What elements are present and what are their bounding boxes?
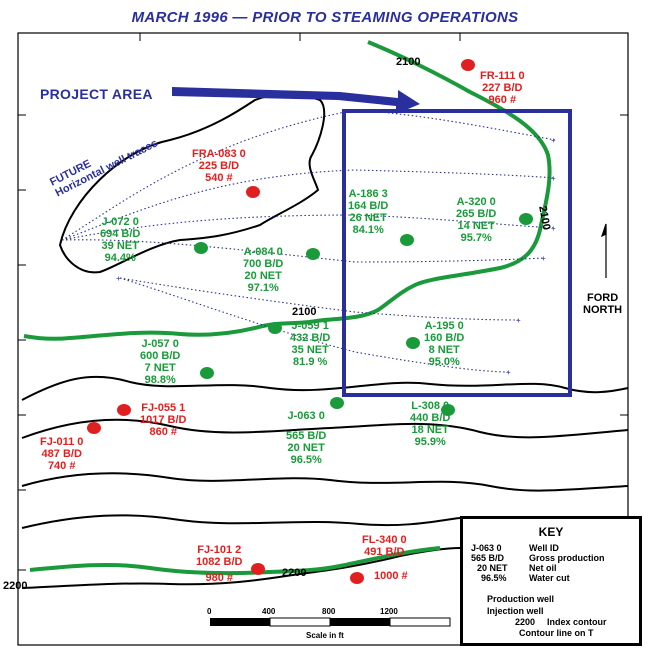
key-example-desc: Net oil <box>529 563 557 573</box>
svg-text:+: + <box>551 136 556 145</box>
index-contour-2100 <box>23 40 552 341</box>
project-area-arrow <box>172 87 420 114</box>
frame-ticks <box>18 33 628 571</box>
svg-text:+: + <box>506 368 511 377</box>
svg-text:+: + <box>541 254 546 263</box>
svg-text:+: + <box>551 224 556 233</box>
contour-label: 2200 <box>282 567 307 579</box>
contour-label: 2100 <box>396 56 421 68</box>
injection-well-markers <box>87 59 475 584</box>
production-well-markers <box>194 213 533 416</box>
svg-text:+: + <box>551 174 556 183</box>
key-example-value: 96.5% <box>481 573 507 583</box>
contour-label: 2200 <box>3 580 28 592</box>
key-index-label: Index contour <box>547 617 607 627</box>
contour-line-4 <box>21 514 461 529</box>
scale-label: Scale in ft <box>306 631 344 640</box>
structure-contours <box>21 93 629 589</box>
key-index-value: 2200 <box>515 617 536 627</box>
contour-line-2 <box>21 418 629 439</box>
svg-text:+: + <box>516 316 521 325</box>
trace-endpoints: + + + + + + + <box>116 136 556 377</box>
scale-tick: 800 <box>322 607 336 616</box>
well-label: 1000 # <box>374 570 408 582</box>
key-example-desc: Water cut <box>529 573 570 583</box>
key-example-desc: Well ID <box>529 543 559 553</box>
key-example-value: 20 NET <box>477 563 508 573</box>
scale-bar <box>210 617 451 627</box>
north-label: FORD NORTH <box>583 292 623 316</box>
scale-tick: 0 <box>207 607 212 616</box>
contour-closure <box>58 93 326 274</box>
index-contours <box>23 40 552 576</box>
index-contour-2200 <box>29 546 441 576</box>
key-title: KEY <box>538 525 564 539</box>
map-frame <box>17 32 629 646</box>
key-example-value: 565 B/D <box>471 553 505 563</box>
contour-line-5 <box>21 547 461 589</box>
horizontal-well-traces <box>61 109 556 373</box>
svg-text:+: + <box>116 274 121 283</box>
project-area-box <box>342 109 572 397</box>
key-production-label: Production well <box>487 594 555 604</box>
project-area-label: PROJECT AREA <box>40 86 153 102</box>
scale-tick: 400 <box>262 607 276 616</box>
contour-label: 2100 <box>292 306 317 318</box>
map-key: KEY J-063 0 Well ID 565 B/D Gross produc… <box>460 516 642 646</box>
key-example-desc: Gross production <box>529 553 605 563</box>
scale-tick: 1200 <box>380 607 398 616</box>
north-arrow <box>600 223 607 278</box>
contour-line-1 <box>21 375 629 401</box>
key-example-value: J-063 0 <box>471 543 502 553</box>
contour-line-3 <box>21 472 629 492</box>
key-contour-label: Contour line on T <box>519 628 594 638</box>
map-title: MARCH 1996 — PRIOR TO STEAMING OPERATION… <box>131 9 519 26</box>
key-injection-label: Injection well <box>487 606 544 616</box>
